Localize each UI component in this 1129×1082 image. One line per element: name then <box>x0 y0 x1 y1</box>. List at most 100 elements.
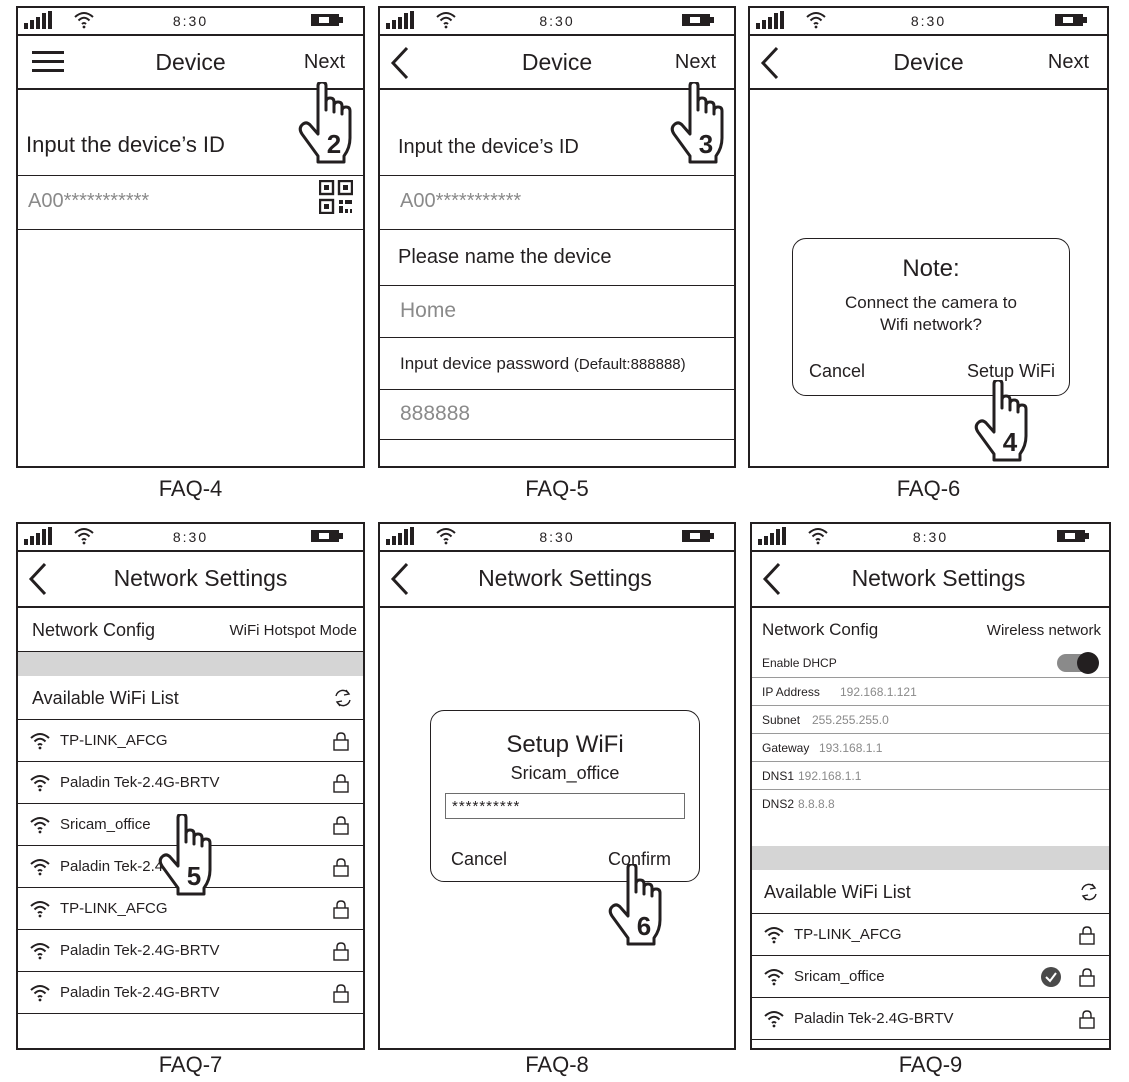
password-label: Input device password (Default:888888) <box>400 354 686 374</box>
section-divider <box>752 846 1109 870</box>
wifi-list-item[interactable]: TP-LINK_AFCG <box>18 720 363 762</box>
ip-field-label: DNS1 <box>762 769 795 783</box>
device-id-input[interactable]: A00*********** <box>28 190 150 212</box>
device-id-label-row: Input the device’s ID <box>380 90 734 176</box>
device-name-label: Please name the device <box>398 246 612 268</box>
lock-icon <box>333 899 349 919</box>
status-bar: 8:30 <box>752 524 1109 552</box>
next-button[interactable]: Next <box>1047 51 1089 73</box>
connected-check-icon <box>1041 967 1061 987</box>
wifi-ssid: Paladin Tek-2.4G-BRTV <box>60 774 220 791</box>
caption-faq7: FAQ-7 <box>158 1052 223 1077</box>
wifi-list-item[interactable]: TP-LINK_AFCG <box>18 888 363 930</box>
dialog-ssid: Sricam_office <box>510 763 620 783</box>
wifi-list-item[interactable]: Paladin Tek-2.4G-BRTV <box>18 762 363 804</box>
wifi-ssid: Paladin Tek-2.4G-BRTV <box>794 1010 954 1027</box>
app-header: Network Settings <box>380 552 734 608</box>
wifi-list-item[interactable]: Paladin Tek-2.4G-BRTV <box>18 972 363 1014</box>
device-name-input-row[interactable]: Home <box>380 286 734 338</box>
dhcp-row: Enable DHCP <box>752 650 1109 678</box>
network-config-row[interactable]: Network Config Wireless network <box>752 608 1109 650</box>
dialog-title: Note: <box>902 255 960 282</box>
section-divider <box>18 652 363 676</box>
device-id-input-row[interactable]: A00*********** <box>18 176 363 230</box>
next-button[interactable]: Next <box>674 51 716 73</box>
next-button[interactable]: Next <box>303 51 345 73</box>
refresh-icon[interactable] <box>1079 882 1099 902</box>
wifi-list-item[interactable]: Paladin Tek-2.4G-BRTV <box>752 998 1109 1040</box>
back-arrow-icon[interactable] <box>28 562 48 596</box>
network-config-label: Network Config <box>32 620 156 640</box>
back-arrow-icon[interactable] <box>390 562 410 596</box>
device-name-input[interactable]: Home <box>400 299 457 322</box>
page-title: Device <box>155 49 226 75</box>
wifi-signal-icon <box>30 943 50 960</box>
status-time: 8:30 <box>172 13 209 29</box>
caption-faq4: FAQ-4 <box>158 476 223 501</box>
battery-icon <box>682 14 714 26</box>
phone-screen-faq7: 8:30 Network Settings Network Config WiF… <box>16 522 365 1050</box>
battery-icon <box>311 530 343 542</box>
phone-screen-faq4: 8:30 Device Next Input the device’s ID A… <box>16 6 365 468</box>
wifi-ssid: Sricam_office <box>794 968 885 985</box>
wifi-list-item[interactable]: Sricam_office <box>752 956 1109 998</box>
phone-screen-faq9: 8:30 Network Settings Network Config Wir… <box>750 522 1111 1050</box>
app-header: Network Settings <box>752 552 1109 608</box>
wifi-ssid: Paladin Tek-2.4 <box>60 858 164 875</box>
wifi-list-label: Available WiFi List <box>32 688 179 708</box>
dhcp-toggle[interactable] <box>1057 652 1099 674</box>
password-label-text: Input device password <box>400 354 570 373</box>
battery-icon <box>1057 530 1089 542</box>
status-bar: 8:30 <box>18 524 363 552</box>
network-config-row[interactable]: Network Config WiFi Hotspot Mode <box>18 608 363 652</box>
caption-faq9: FAQ-9 <box>898 1052 963 1077</box>
ip-field-label: Subnet <box>762 713 801 727</box>
device-id-input[interactable]: A00*********** <box>400 190 522 212</box>
step-number: 2 <box>327 129 341 159</box>
lock-icon <box>333 773 349 793</box>
page-title: Device <box>893 49 964 75</box>
back-arrow-icon[interactable] <box>762 562 782 596</box>
back-arrow-icon[interactable] <box>760 46 780 80</box>
setup-wifi-button[interactable]: Setup WiFi <box>966 361 1055 381</box>
device-id-input-row[interactable]: A00*********** <box>380 176 734 230</box>
pointing-hand-icon: 4 <box>972 378 1042 466</box>
cancel-button[interactable]: Cancel <box>809 361 866 381</box>
page-title: Network Settings <box>478 565 652 591</box>
status-time: 8:30 <box>539 13 575 29</box>
refresh-icon[interactable] <box>333 688 353 708</box>
note-dialog: Note: Connect the camera to Wifi network… <box>792 238 1070 396</box>
password-input-row[interactable]: 888888 <box>380 390 734 440</box>
confirm-button[interactable]: Confirm <box>607 849 671 869</box>
lock-icon <box>1079 1009 1095 1029</box>
app-header: Device Next <box>18 36 363 90</box>
step-number: 3 <box>699 129 713 159</box>
wifi-list-item[interactable]: TP-LINK_AFCG <box>752 914 1109 956</box>
password-input[interactable]: 888888 <box>400 402 471 425</box>
wifi-password-input[interactable]: ********** <box>445 793 685 819</box>
pointing-hand-icon: 2 <box>296 80 363 173</box>
device-name-label-row: Please name the device <box>380 230 734 286</box>
wifi-signal-icon <box>30 901 50 918</box>
step-number: 6 <box>637 911 651 941</box>
app-header: Network Settings <box>18 552 363 608</box>
wifi-list-item[interactable]: Paladin Tek-2.4G-BRTV <box>18 930 363 972</box>
back-arrow-icon[interactable] <box>390 46 410 80</box>
menu-icon[interactable] <box>32 50 64 74</box>
network-config-value[interactable]: WiFi Hotspot Mode <box>229 622 357 639</box>
wifi-signal-icon <box>30 817 50 834</box>
device-id-label-row: Input the device’s ID <box>18 90 363 176</box>
status-bar: 8:30 <box>18 8 363 36</box>
wifi-signal-icon <box>30 775 50 792</box>
network-config-value[interactable]: Wireless network <box>986 622 1101 639</box>
step-number: 4 <box>1003 427 1018 457</box>
wifi-ssid: Sricam_office <box>60 816 151 833</box>
status-bar: 8:30 <box>750 8 1107 36</box>
qr-code-icon[interactable] <box>319 180 353 214</box>
cancel-button[interactable]: Cancel <box>451 849 508 869</box>
